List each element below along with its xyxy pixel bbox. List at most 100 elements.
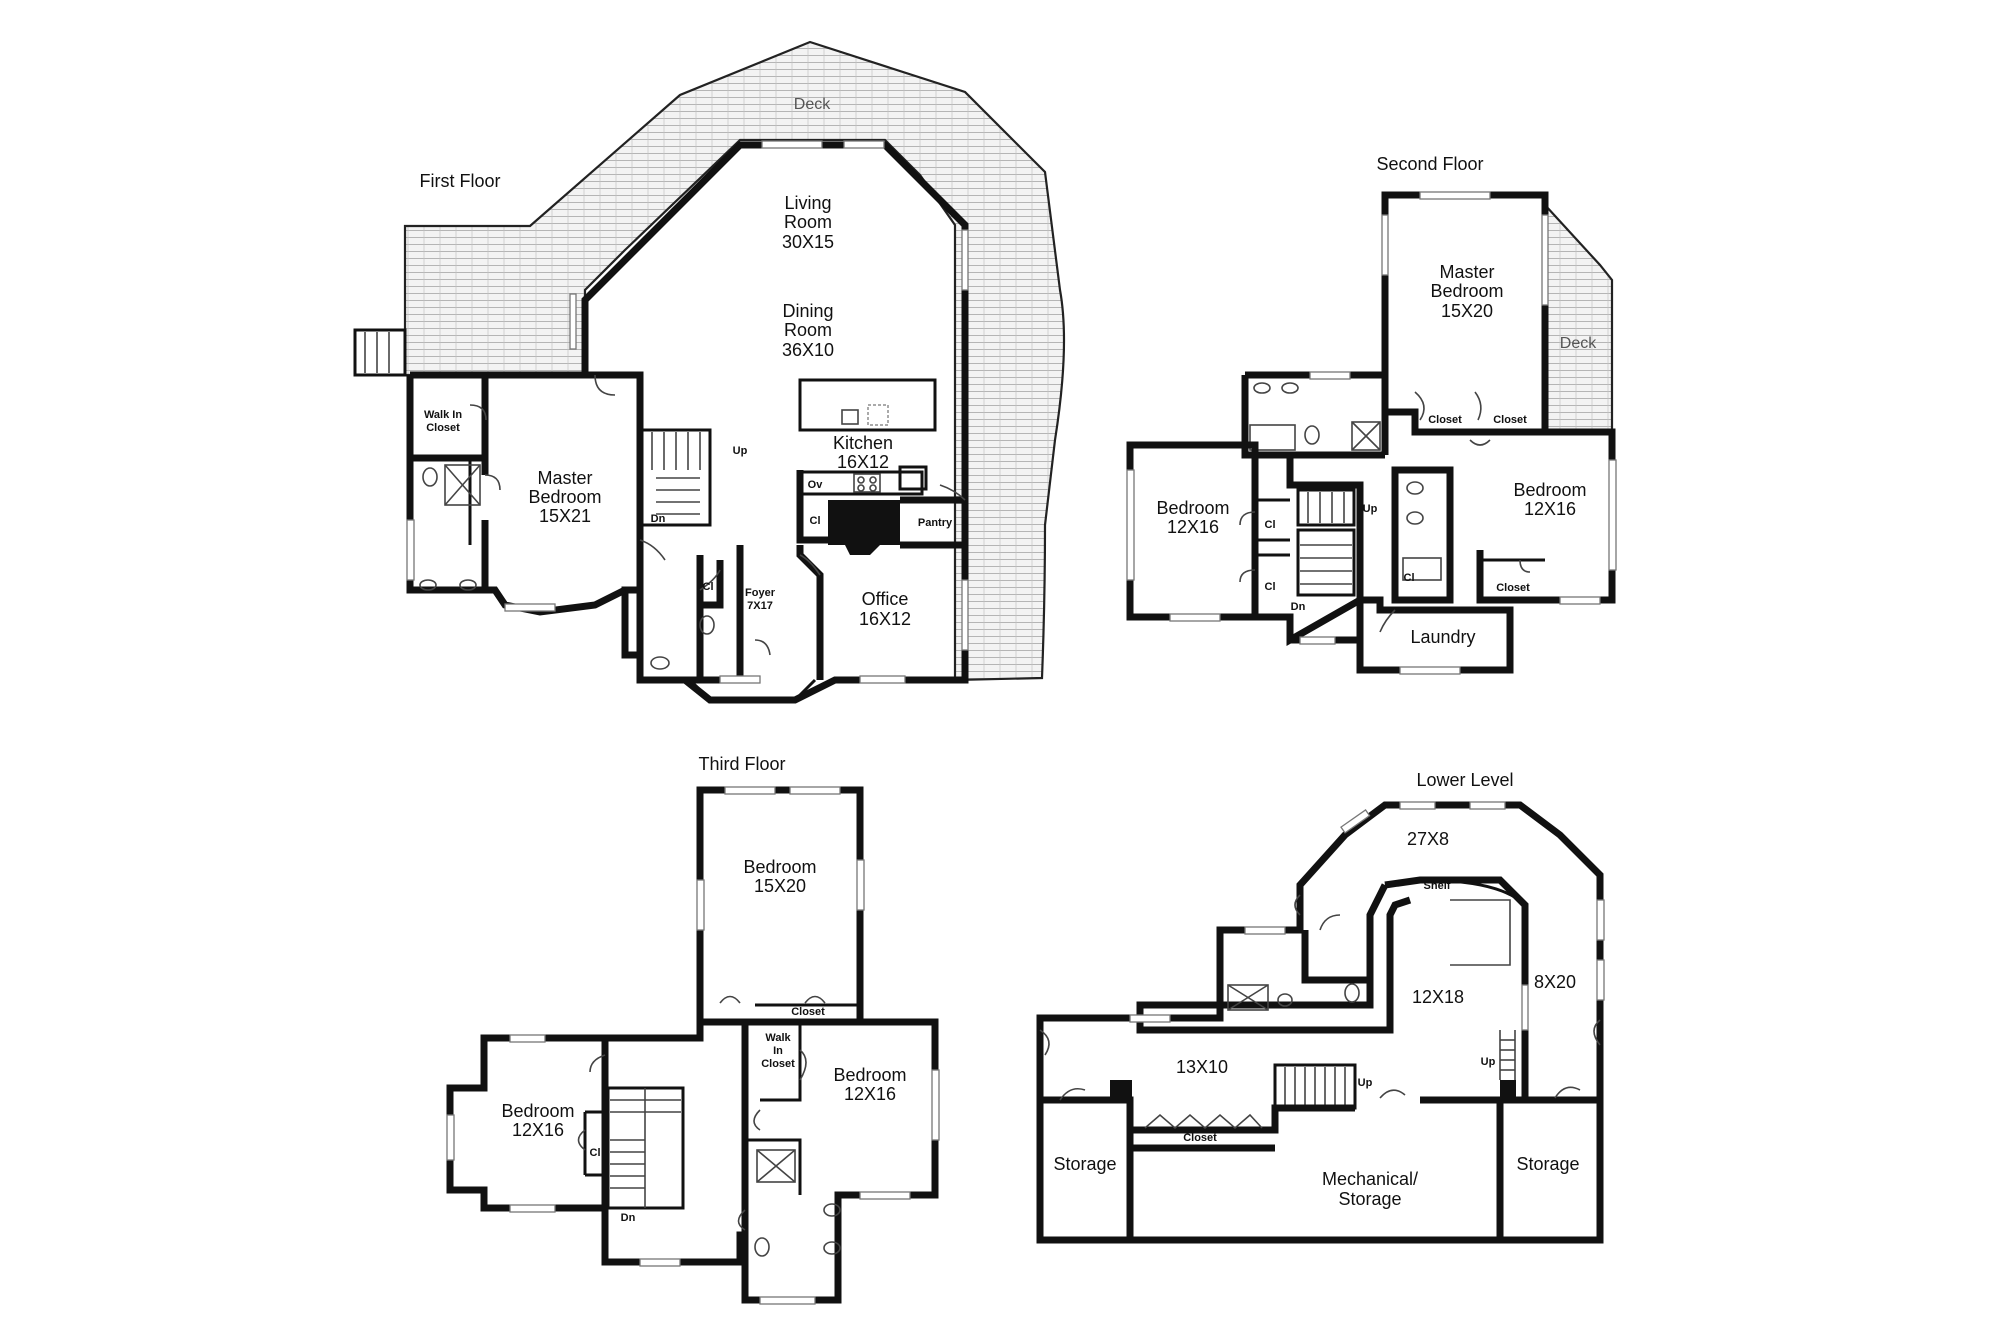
office-label: Office 16X12: [859, 589, 911, 629]
svg-text:16X12: 16X12: [859, 609, 911, 629]
svg-text:Bedroom: Bedroom: [1430, 281, 1503, 301]
lower-room-13x10-label: 13X10: [1176, 1057, 1228, 1077]
kitchen-label: Kitchen 16X12: [833, 433, 893, 472]
second-tub: [1249, 424, 1296, 451]
first-closet-label-1: Cl: [810, 515, 821, 527]
fireplace: [828, 500, 900, 555]
master-shower-icon: [444, 464, 481, 506]
svg-text:Bedroom: Bedroom: [501, 1101, 574, 1121]
laundry-label: Laundry: [1410, 627, 1475, 647]
svg-text:Walk: Walk: [765, 1032, 791, 1044]
svg-text:Living: Living: [784, 193, 831, 213]
foyer-label: Foyer 7X17: [745, 587, 776, 612]
second-laundry-wall: [1356, 596, 1514, 674]
pantry-label: Pantry: [918, 517, 953, 529]
lower-shelf-label: Shelf: [1424, 880, 1451, 892]
svg-text:Room: Room: [784, 212, 832, 232]
svg-text:Office: Office: [862, 589, 909, 609]
third-closet-label: Closet: [791, 1006, 825, 1018]
first-stair-up-label: Up: [733, 445, 748, 457]
second-cl-label-1: Cl: [1265, 519, 1276, 531]
svg-text:Bedroom: Bedroom: [833, 1065, 906, 1085]
svg-text:Kitchen: Kitchen: [833, 433, 893, 453]
first-side-steps: [353, 328, 407, 377]
second-stair-up-label: Up: [1363, 503, 1378, 515]
svg-text:12X16: 12X16: [844, 1084, 896, 1104]
second-deck-label: Deck: [1560, 335, 1597, 352]
second-floor-deck: [1543, 202, 1614, 434]
lower-level-windows: [1129, 801, 1605, 1031]
kitchen-island: [798, 378, 937, 432]
lower-closet-label: Closet: [1183, 1132, 1217, 1144]
second-master-bedroom-label: Master Bedroom 15X20: [1430, 262, 1503, 321]
dining-room-label: Dining Room 36X10: [782, 301, 834, 360]
svg-text:Bedroom: Bedroom: [743, 857, 816, 877]
lower-stair-up-label-2: Up: [1481, 1056, 1496, 1068]
svg-text:15X21: 15X21: [539, 506, 591, 526]
second-closet-label-3: Closet: [1496, 582, 1530, 594]
svg-text:Dining: Dining: [782, 301, 833, 321]
master-sink-left: [419, 579, 437, 591]
second-floor-plan: Second Floor Deck: [1126, 154, 1617, 675]
svg-text:Mechanical/: Mechanical/: [1322, 1169, 1418, 1189]
svg-text:Master: Master: [1439, 262, 1494, 282]
lower-right-stair: [1499, 1030, 1516, 1080]
second-closet-label-2: Closet: [1493, 414, 1527, 426]
master-toilet-icon: [422, 467, 438, 487]
second-closet-label-1: Closet: [1428, 414, 1462, 426]
living-room-label: Living Room 30X15: [782, 193, 834, 252]
first-stair-up: [638, 428, 712, 527]
third-walk-in-closet-label: Walk In Closet: [761, 1032, 795, 1070]
master-sink-right: [459, 579, 477, 591]
svg-text:36X10: 36X10: [782, 340, 834, 360]
svg-text:12X16: 12X16: [512, 1120, 564, 1140]
svg-text:Room: Room: [784, 320, 832, 340]
svg-text:Storage: Storage: [1338, 1189, 1401, 1209]
refrigerator: [898, 465, 928, 491]
svg-text:15X20: 15X20: [754, 876, 806, 896]
lower-storage-left-label: Storage: [1053, 1154, 1116, 1174]
second-stair-down: [1296, 528, 1356, 597]
third-bedroom-top-label: Bedroom 15X20: [743, 857, 816, 896]
first-floor-deck: [403, 40, 1066, 682]
kitchen-counter: [800, 470, 924, 496]
walk-in-closet-label: Walk In Closet: [424, 409, 462, 434]
first-closet-label-2: Cl: [703, 581, 714, 593]
third-stair-down-label: Dn: [621, 1212, 636, 1224]
svg-text:Bedroom: Bedroom: [1513, 480, 1586, 500]
third-floor-title: Third Floor: [698, 754, 785, 774]
second-stair-down-label: Dn: [1291, 601, 1306, 613]
third-floor-main-wall: [601, 1022, 745, 1266]
svg-text:15X20: 15X20: [1441, 301, 1493, 321]
mechanical-storage-label: Mechanical/ Storage: [1322, 1169, 1418, 1209]
first-deck-label: Deck: [794, 96, 831, 113]
powder-sink-icon: [650, 656, 670, 670]
second-floor-windows: [1126, 191, 1617, 675]
third-cl-label: Cl: [590, 1147, 601, 1159]
lower-stair-up-label-1: Up: [1358, 1077, 1373, 1089]
cooktop-icon: [853, 473, 881, 493]
svg-text:Walk In: Walk In: [424, 409, 462, 421]
first-floor-plan: First Floor Deck: [353, 40, 1066, 704]
third-bedroom-top-wall: [696, 786, 864, 1026]
third-floor-plan: Third Floor: [446, 754, 940, 1305]
second-cl-label-2: Cl: [1265, 581, 1276, 593]
svg-text:30X15: 30X15: [782, 232, 834, 252]
second-hall-tub: [1402, 557, 1442, 581]
lower-closet-doors: [1144, 1113, 1263, 1130]
lower-level-title: Lower Level: [1416, 770, 1513, 790]
svg-text:Foyer: Foyer: [745, 587, 776, 599]
svg-text:16X12: 16X12: [837, 452, 889, 472]
third-shower: [756, 1149, 796, 1183]
svg-text:12X16: 12X16: [1524, 499, 1576, 519]
svg-text:7X17: 7X17: [747, 600, 773, 612]
master-bedroom-label: Master Bedroom 15X21: [528, 468, 601, 526]
first-floor-title: First Floor: [420, 171, 501, 191]
second-floor-title: Second Floor: [1376, 154, 1483, 174]
svg-text:Closet: Closet: [426, 422, 460, 434]
lower-room-27x8-label: 27X8: [1407, 829, 1449, 849]
lower-storage-right-label: Storage: [1516, 1154, 1579, 1174]
third-floor-windows: [446, 786, 940, 1305]
first-floor-exterior-wall: [581, 141, 969, 704]
